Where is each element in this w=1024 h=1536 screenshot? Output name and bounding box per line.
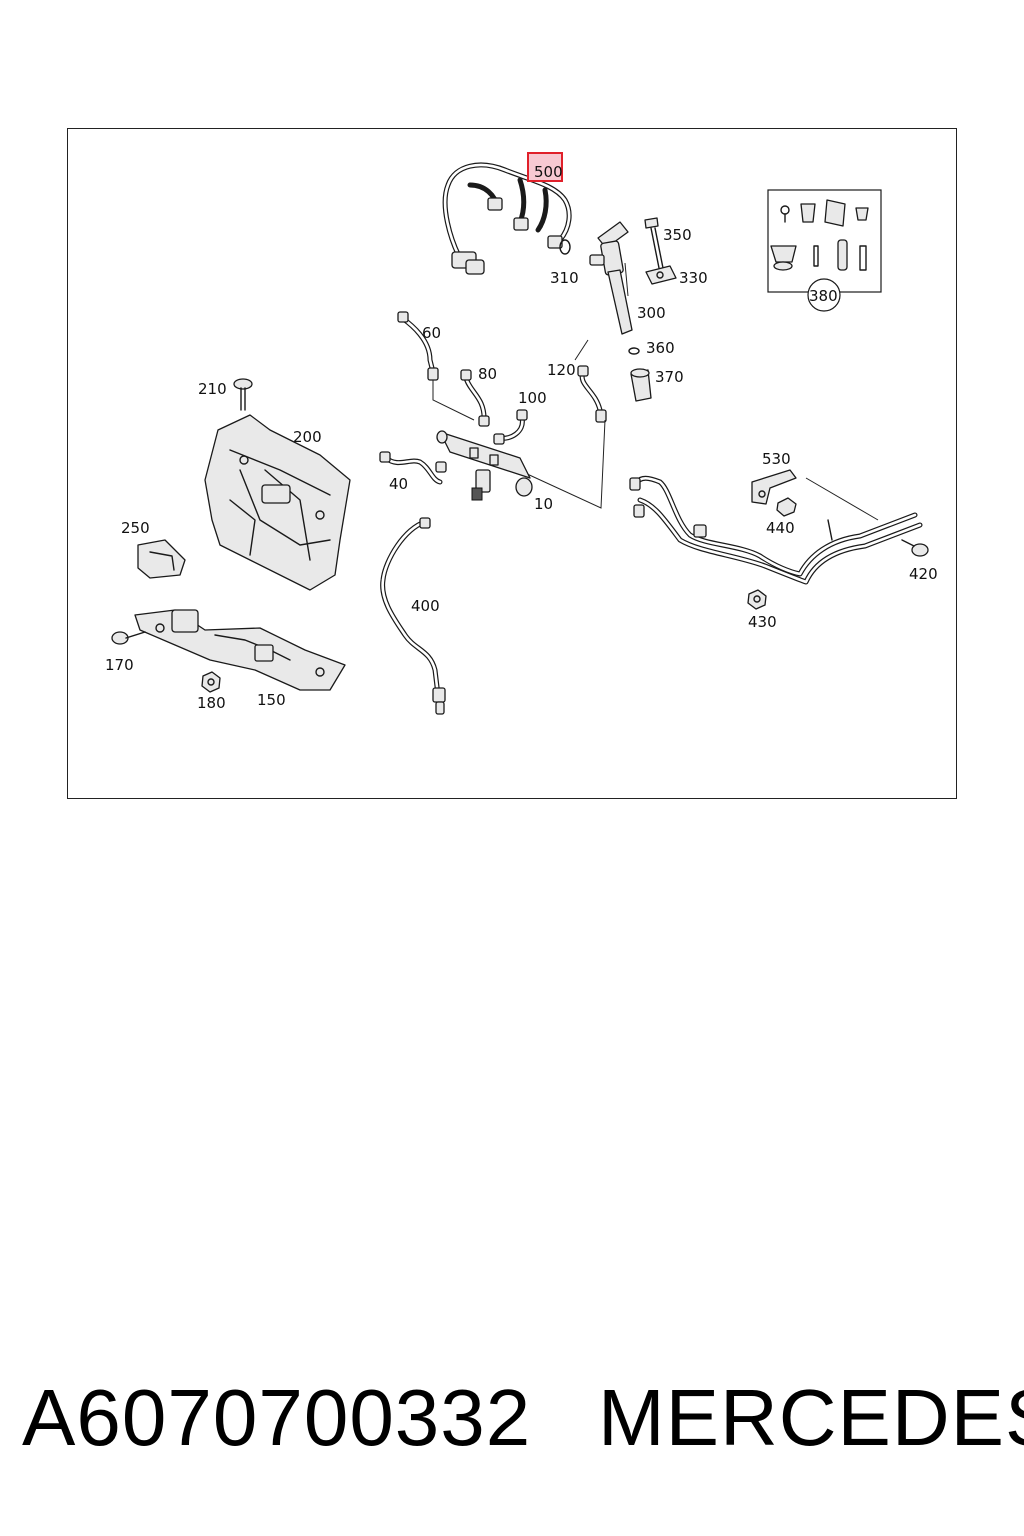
part-80-line[interactable] [460, 369, 490, 427]
callout-100[interactable]: 100 [518, 389, 547, 407]
part-180-nut[interactable] [201, 671, 221, 693]
callout-170[interactable]: 170 [105, 656, 134, 674]
callout-350[interactable]: 350 [663, 226, 692, 244]
part-40-wire[interactable] [379, 451, 447, 485]
callout-250[interactable]: 250 [121, 519, 150, 537]
callout-300[interactable]: 300 [637, 304, 666, 322]
callout-310[interactable]: 310 [550, 269, 579, 287]
callout-180[interactable]: 180 [197, 694, 226, 712]
callout-420[interactable]: 420 [909, 565, 938, 583]
part-330-clamp[interactable] [645, 265, 677, 285]
part-120-line[interactable] [577, 365, 607, 423]
part-400-line[interactable] [380, 517, 446, 715]
part-300-injector[interactable] [589, 221, 633, 335]
part-370-sleeve[interactable] [630, 368, 652, 402]
callout-210[interactable]: 210 [198, 380, 227, 398]
callout-380[interactable]: 380 [809, 287, 838, 305]
callout-10[interactable]: 10 [534, 495, 553, 513]
part-210-bolt[interactable] [233, 378, 253, 411]
part-10-rail[interactable] [436, 430, 533, 501]
callout-380-circle [807, 278, 841, 312]
part-500-harness[interactable] [442, 162, 572, 275]
part-150-bracket[interactable] [134, 609, 346, 691]
part-250-bracket[interactable] [137, 539, 186, 579]
part-420-bolt[interactable] [901, 539, 929, 557]
callout-60[interactable]: 60 [422, 324, 441, 342]
callout-500-highlight [527, 152, 563, 182]
callout-330[interactable]: 330 [679, 269, 708, 287]
callout-530[interactable]: 530 [762, 450, 791, 468]
part-430-nut[interactable] [747, 589, 767, 610]
part-100-line[interactable] [493, 409, 528, 445]
callout-430[interactable]: 430 [748, 613, 777, 631]
callout-80[interactable]: 80 [478, 365, 497, 383]
part-170-bolt[interactable] [111, 631, 146, 645]
part-number: A6070700332 [22, 1373, 532, 1462]
part-200-cover[interactable] [204, 414, 351, 591]
part-310-seal[interactable] [559, 239, 571, 255]
callout-440[interactable]: 440 [766, 519, 795, 537]
part-440-bolt[interactable] [776, 497, 797, 517]
callout-400[interactable]: 400 [411, 597, 440, 615]
part-360-oring[interactable] [628, 347, 640, 355]
diagram-frame [67, 128, 957, 799]
callout-40[interactable]: 40 [389, 475, 408, 493]
callout-200[interactable]: 200 [293, 428, 322, 446]
part-fuel-lines-right[interactable] [629, 475, 923, 585]
part-350-bolt[interactable] [644, 217, 664, 269]
brand-name: MERCEDES [598, 1373, 1024, 1462]
part-530-bracket[interactable] [751, 469, 797, 505]
callout-150[interactable]: 150 [257, 691, 286, 709]
part-380-kit[interactable] [767, 189, 882, 293]
callout-370[interactable]: 370 [655, 368, 684, 386]
callout-360[interactable]: 360 [646, 339, 675, 357]
part-60-line[interactable] [397, 311, 439, 381]
callout-500[interactable]: 500 [534, 163, 563, 181]
callout-120[interactable]: 120 [547, 361, 576, 379]
